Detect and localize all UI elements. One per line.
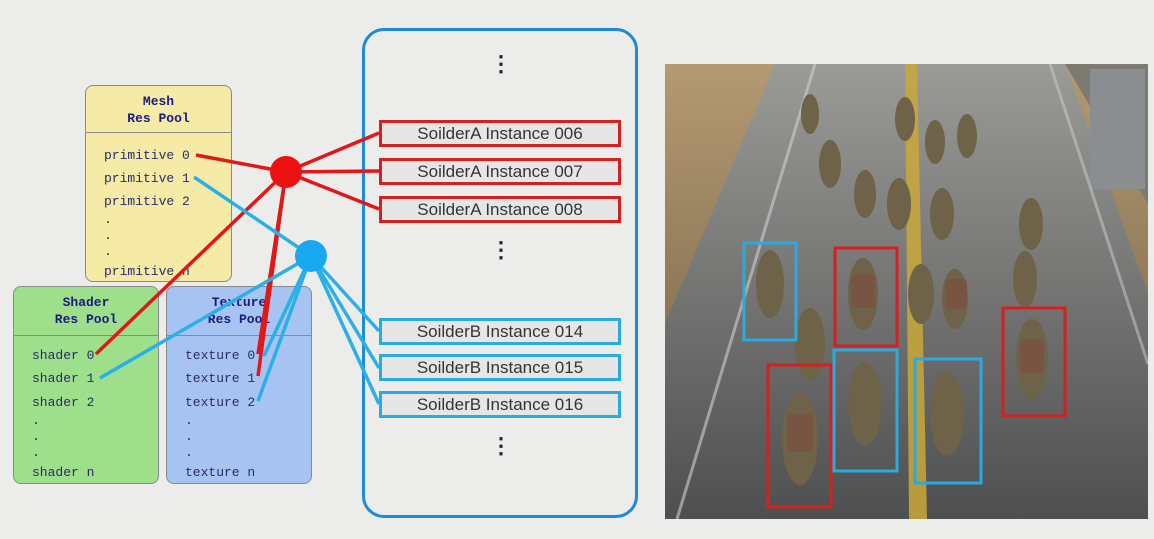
wire-texture2-blue bbox=[256, 255, 313, 402]
shader-pool-divider bbox=[14, 335, 158, 336]
road-surface bbox=[665, 64, 1148, 519]
primitive-0: primitive 0 bbox=[104, 148, 190, 163]
wire-texture1-red bbox=[256, 171, 288, 377]
instance-soilderb-016: SoilderB Instance 016 bbox=[379, 391, 621, 418]
shader-ellipsis-2: . bbox=[32, 429, 40, 444]
red-box-1 bbox=[833, 246, 899, 348]
wire-primitive1-blue bbox=[193, 175, 312, 258]
blue-hub-node bbox=[295, 240, 327, 272]
wire-red-008 bbox=[285, 170, 380, 211]
shader-n: shader n bbox=[32, 465, 95, 480]
blue-wires bbox=[99, 175, 381, 405]
scene-illustration bbox=[665, 64, 1148, 519]
instance-soilderb-014: SoilderB Instance 014 bbox=[379, 318, 621, 345]
mesh-ellipsis-1: . bbox=[104, 212, 112, 227]
shader-ellipsis-1: . bbox=[32, 413, 40, 428]
lane-line-right bbox=[1048, 64, 1148, 365]
blue-box-1 bbox=[742, 241, 798, 342]
red-hub-node bbox=[270, 156, 302, 188]
shader-2: shader 2 bbox=[32, 395, 95, 410]
mesh-ellipsis-3: . bbox=[104, 244, 112, 259]
instance-soildera-008: SoilderA Instance 008 bbox=[379, 196, 621, 223]
wire-blue-016 bbox=[309, 255, 381, 405]
lane-line-left bbox=[675, 64, 817, 519]
shader-1: shader 1 bbox=[32, 371, 95, 386]
texture-n: texture n bbox=[185, 465, 256, 480]
instances-panel bbox=[362, 28, 638, 518]
instance-soildera-007: SoilderA Instance 007 bbox=[379, 158, 621, 185]
texture-2: texture 2 bbox=[185, 395, 256, 410]
blue-box-2 bbox=[832, 348, 899, 473]
red-box-2 bbox=[1001, 306, 1067, 418]
red-wires bbox=[94, 131, 380, 377]
soldier-backpacks bbox=[787, 274, 1044, 452]
soldiers-road-photo bbox=[665, 64, 1148, 519]
wire-blue-014 bbox=[309, 254, 381, 333]
texture-ellipsis-1: . bbox=[185, 413, 193, 428]
shader-pool-title: Shader Res Pool bbox=[54, 295, 118, 327]
detection-boxes bbox=[742, 241, 1067, 509]
roadside-building bbox=[1090, 69, 1145, 189]
texture-ellipsis-3: . bbox=[185, 445, 193, 460]
blue-box-3 bbox=[913, 357, 983, 485]
wire-texture0-blue bbox=[262, 255, 313, 357]
wire-blue-015 bbox=[309, 255, 381, 369]
texture-pool-divider bbox=[167, 335, 311, 336]
shader-0: shader 0 bbox=[32, 348, 95, 363]
shader-ellipsis-3: . bbox=[32, 445, 40, 460]
texture-ellipsis-2: . bbox=[185, 429, 193, 444]
mesh-ellipsis-2: . bbox=[104, 228, 112, 243]
mesh-pool-divider bbox=[86, 132, 231, 133]
mesh-pool-title: Mesh Res Pool bbox=[127, 94, 190, 126]
instance-soilderb-015: SoilderB Instance 015 bbox=[379, 354, 621, 381]
texture-0: texture 0 bbox=[185, 348, 256, 363]
red-box-3 bbox=[766, 363, 833, 509]
instance-soildera-006: SoilderA Instance 006 bbox=[379, 120, 621, 147]
mesh-res-pool: Mesh Res Pool primitive 0 primitive 1 pr… bbox=[85, 85, 232, 282]
shader-res-pool: Shader Res Pool shader 0 shader 1 shader… bbox=[13, 286, 159, 484]
wire-red-006 bbox=[285, 131, 380, 174]
primitive-2: primitive 2 bbox=[104, 194, 190, 209]
wire-shader0-red bbox=[94, 170, 288, 356]
primitive-1: primitive 1 bbox=[104, 171, 190, 186]
texture-1: texture 1 bbox=[185, 371, 256, 386]
primitive-n: primitive n bbox=[104, 264, 190, 279]
wire-shader1-blue bbox=[99, 254, 312, 380]
